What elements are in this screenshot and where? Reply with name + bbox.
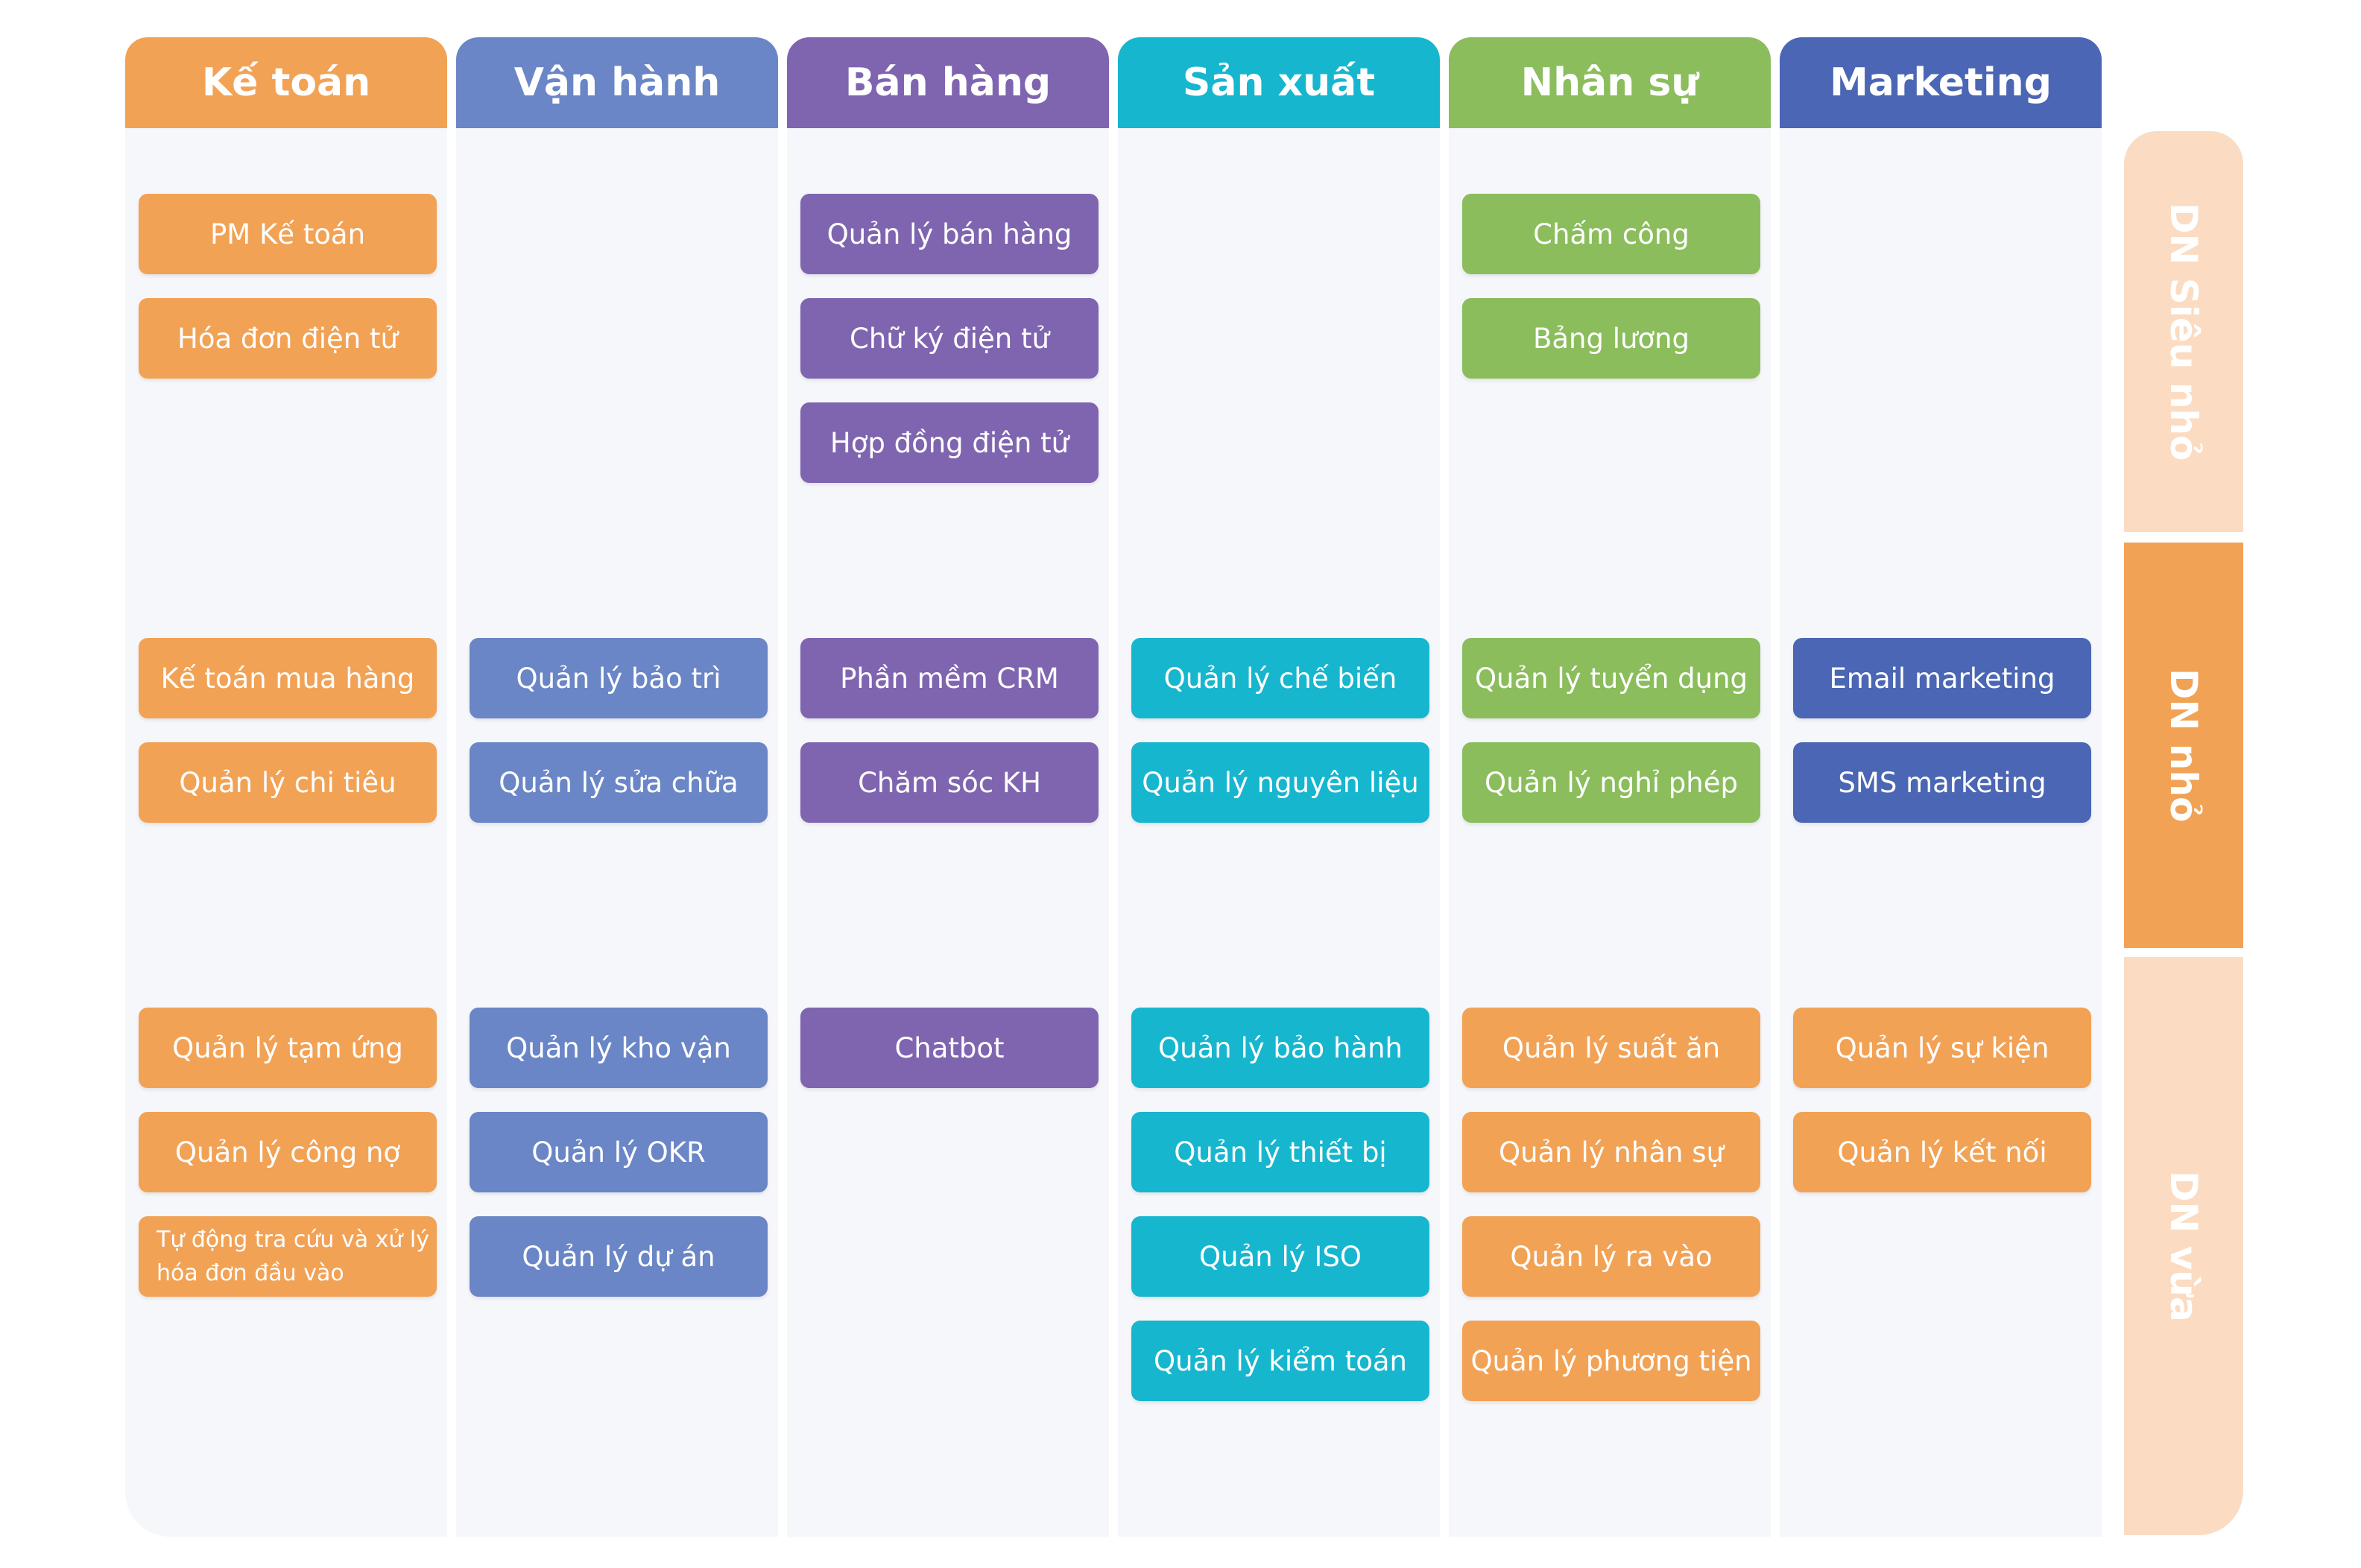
size-band-label: DN Siêu nhỏ: [2162, 202, 2205, 461]
size-band: DN Siêu nhỏ: [2124, 131, 2243, 532]
module-chip[interactable]: Quản lý suất ăn: [1462, 1008, 1760, 1088]
column-header: Marketing: [1780, 37, 2102, 128]
module-chip[interactable]: Tự động tra cứu và xử lý hóa đơn đầu vào: [139, 1216, 437, 1297]
module-chip[interactable]: Kế toán mua hàng: [139, 638, 437, 718]
module-chip[interactable]: Hóa đơn điện tử: [139, 298, 437, 379]
module-chip[interactable]: Quản lý nhân sự: [1462, 1112, 1760, 1192]
module-chip[interactable]: Quản lý chi tiêu: [139, 742, 437, 823]
module-chip[interactable]: Chấm công: [1462, 194, 1760, 274]
module-chip[interactable]: Quản lý nghỉ phép: [1462, 742, 1760, 823]
module-chip[interactable]: Quản lý kết nối: [1793, 1112, 2091, 1192]
module-chip[interactable]: Phần mềm CRM: [800, 638, 1099, 718]
column-body: [456, 128, 778, 1537]
module-chip[interactable]: Quản lý sửa chữa: [470, 742, 768, 823]
module-chip[interactable]: Quản lý ISO: [1131, 1216, 1429, 1297]
size-band-label: DN nhỏ: [2162, 668, 2205, 823]
column-body: [1780, 128, 2102, 1537]
module-chip[interactable]: Quản lý kiểm toán: [1131, 1321, 1429, 1401]
module-chip[interactable]: Quản lý thiết bị: [1131, 1112, 1429, 1192]
module-chip[interactable]: Quản lý ra vào: [1462, 1216, 1760, 1297]
module-chip[interactable]: Quản lý công nợ: [139, 1112, 437, 1192]
size-band: DN vừa: [2124, 957, 2243, 1535]
module-chip[interactable]: Bảng lương: [1462, 298, 1760, 379]
module-chip[interactable]: Chăm sóc KH: [800, 742, 1099, 823]
module-chip[interactable]: Chatbot: [800, 1008, 1099, 1088]
module-chip[interactable]: Quản lý bảo trì: [470, 638, 768, 718]
module-chip[interactable]: Quản lý OKR: [470, 1112, 768, 1192]
size-band-label: DN vừa: [2162, 1170, 2205, 1322]
module-chip[interactable]: Quản lý dự án: [470, 1216, 768, 1297]
module-chip[interactable]: PM Kế toán: [139, 194, 437, 274]
module-chip[interactable]: SMS marketing: [1793, 742, 2091, 823]
column-header: Bán hàng: [787, 37, 1109, 128]
column-body: [1118, 128, 1440, 1537]
module-chip[interactable]: Quản lý kho vận: [470, 1008, 768, 1088]
column-header: Vận hành: [456, 37, 778, 128]
column-header: Nhân sự: [1449, 37, 1771, 128]
size-band: DN nhỏ: [2124, 543, 2243, 948]
module-chip[interactable]: Hợp đồng điện tử: [800, 402, 1099, 483]
module-chip[interactable]: Quản lý bán hàng: [800, 194, 1099, 274]
column-header: Kế toán: [125, 37, 447, 128]
module-chip[interactable]: Quản lý bảo hành: [1131, 1008, 1429, 1088]
module-chip[interactable]: Quản lý chế biến: [1131, 638, 1429, 718]
module-chip[interactable]: Email marketing: [1793, 638, 2091, 718]
column-header: Sản xuất: [1118, 37, 1440, 128]
module-chip[interactable]: Quản lý phương tiện: [1462, 1321, 1760, 1401]
module-chip[interactable]: Quản lý tạm ứng: [139, 1008, 437, 1088]
module-chip[interactable]: Quản lý nguyên liệu: [1131, 742, 1429, 823]
module-chip[interactable]: Quản lý tuyển dụng: [1462, 638, 1760, 718]
module-chip[interactable]: Chữ ký điện tử: [800, 298, 1099, 379]
module-chip[interactable]: Quản lý sự kiện: [1793, 1008, 2091, 1088]
